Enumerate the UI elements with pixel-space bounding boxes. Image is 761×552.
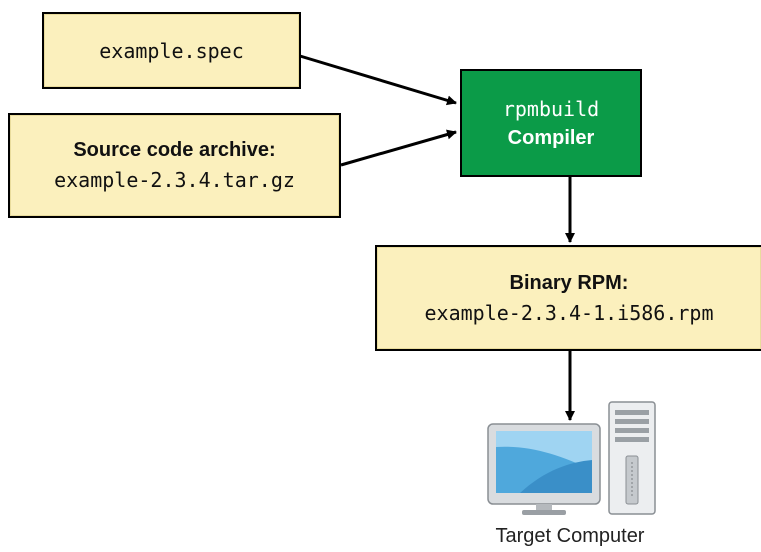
binary-rpm-file: example-2.3.4-1.i586.rpm [424,300,714,325]
binary-rpm-box: Binary RPM: example-2.3.4-1.i586.rpm [375,245,761,351]
compiler-command: rpmbuild [502,96,600,121]
binary-rpm-title: Binary RPM: [509,271,629,294]
arrow-spec-to-compiler [299,54,457,106]
compiler-box: rpmbuild Compiler [460,69,642,177]
target-computer-label: Target Computer [495,525,645,547]
spec-file-box: example.spec [42,12,301,89]
spec-file-name: example.spec [99,38,244,63]
desktop-computer-icon [487,401,656,515]
compiler-title: Compiler [507,126,595,149]
source-archive-file: example-2.3.4.tar.gz [54,168,295,192]
source-archive-box: Source code archive: example-2.3.4.tar.g… [8,113,341,218]
arrow-source-to-compiler [340,129,457,167]
source-archive-title: Source code archive: [73,139,276,161]
